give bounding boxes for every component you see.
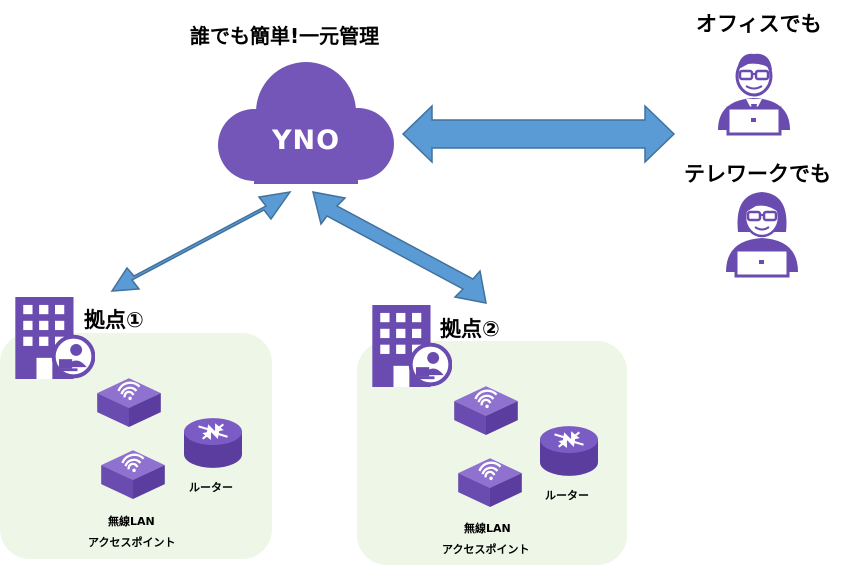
page-title: 誰でも簡単!一元管理: [190, 24, 380, 48]
arrow-cloud-site-2: [311, 191, 487, 304]
site-1-access-point-icon: [97, 377, 161, 427]
arrow-cloud-site-1: [110, 190, 292, 292]
site-1-access-point-icon: [101, 449, 165, 499]
office-user-icon: [718, 53, 790, 136]
arrow-cloud-users: [401, 104, 676, 164]
site-2-building-icon: [372, 305, 452, 387]
telework-label: テレワークでも: [684, 162, 831, 186]
site-2-ap-label-1: 無線LAN: [464, 522, 511, 535]
site-2-router-label: ルーター: [545, 489, 589, 502]
office-label: オフィスでも: [696, 12, 822, 36]
site-1-router-label: ルーター: [189, 481, 233, 494]
site-2-access-point-icon: [458, 457, 522, 507]
site-1-label: 拠点①: [84, 308, 144, 332]
cloud-icon: [218, 62, 394, 184]
site-1-router-icon: [184, 417, 242, 469]
site-2-router-icon: [540, 425, 598, 477]
site-2-label: 拠点②: [440, 317, 500, 341]
site-2-access-point-icon: [454, 385, 518, 435]
telework-user-icon: [726, 192, 798, 278]
site-1-ap-label-2: アクセスポイント: [88, 536, 176, 549]
site-2-ap-label-2: アクセスポイント: [442, 543, 530, 556]
cloud-label: YNO: [272, 125, 341, 156]
site-1-ap-label-1: 無線LAN: [108, 515, 155, 528]
site-1-building-icon: [15, 297, 95, 379]
